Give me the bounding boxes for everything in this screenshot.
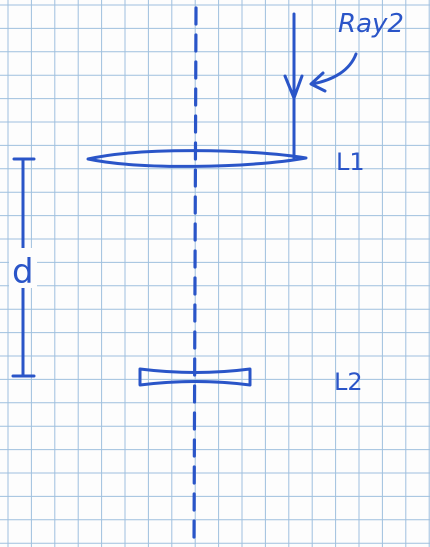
lens-2-diverging <box>138 367 252 387</box>
optical-axis <box>192 6 198 547</box>
ray-arrowhead <box>283 74 304 100</box>
ray-2 <box>283 12 304 160</box>
lens-1-converging <box>86 149 308 168</box>
ray-label-pointer <box>309 52 358 93</box>
ray-label: Ray2 <box>338 9 404 39</box>
distance-label: d <box>12 252 34 292</box>
lens-1-label: L1 <box>336 148 365 176</box>
lens-2-label: L2 <box>334 368 363 396</box>
distance-marker <box>9 157 37 378</box>
